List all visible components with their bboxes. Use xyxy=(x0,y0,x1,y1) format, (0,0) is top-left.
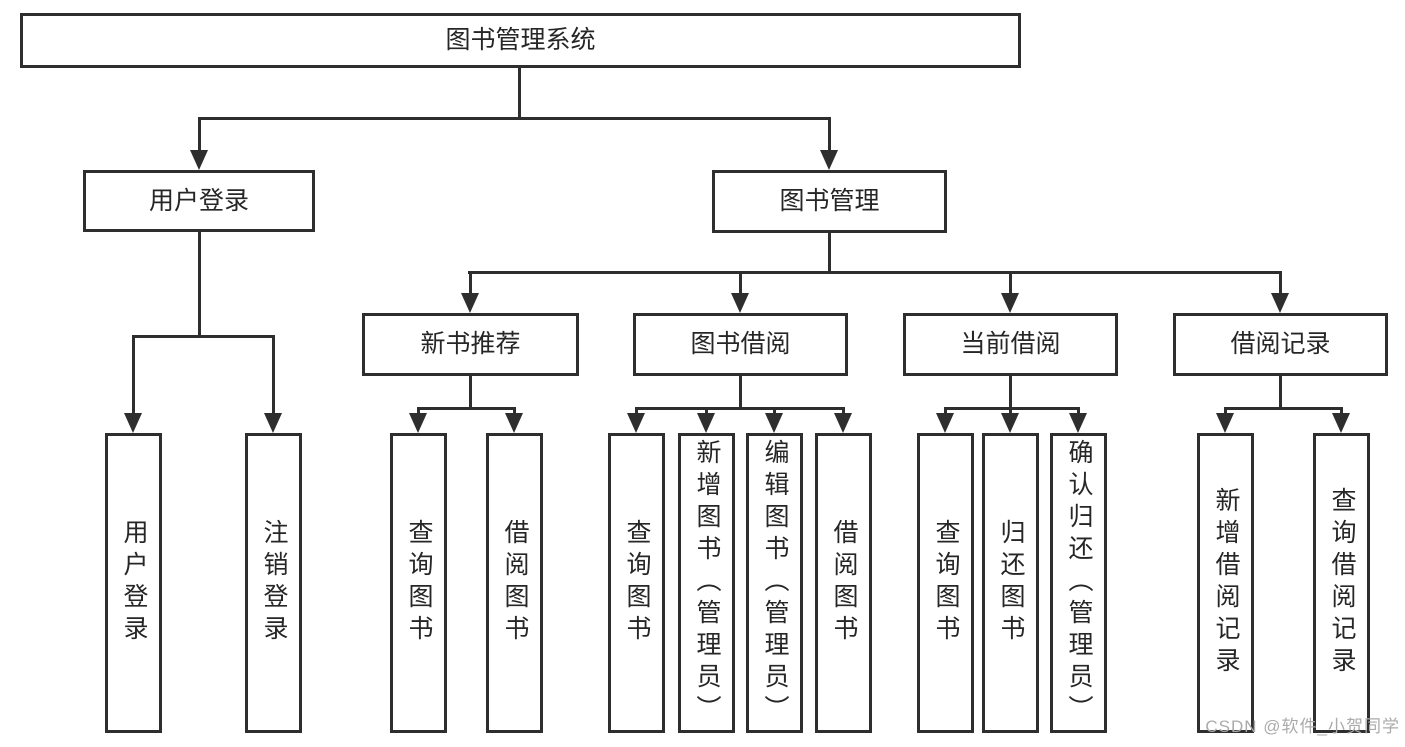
connector-line xyxy=(944,407,1080,410)
arrow-head-icon xyxy=(1069,413,1087,433)
connector-line xyxy=(1224,407,1343,410)
node-label: 图书管理系统 xyxy=(445,26,596,54)
leaf-query-books-borrow: 查询图书 xyxy=(608,433,665,733)
connector-line xyxy=(739,376,742,407)
leaf-query-books-current: 查询图书 xyxy=(917,433,974,733)
leaf-query-books-recommend: 查询图书 xyxy=(390,433,447,733)
connector-line xyxy=(705,407,708,413)
arrow-head-icon xyxy=(124,413,142,433)
connector-line xyxy=(1340,407,1343,413)
node-label: 查询借阅记录 xyxy=(1328,487,1356,679)
arrow-head-icon xyxy=(697,413,715,433)
connector-line xyxy=(468,271,1282,274)
leaf-add-borrow-record: 新增借阅记录 xyxy=(1197,433,1254,733)
connector-line xyxy=(513,407,516,413)
leaf-confirm-return-admin: 确认归还（管理员） xyxy=(1050,433,1107,733)
node-label: 图书借阅 xyxy=(690,330,791,358)
node-label: 查询图书 xyxy=(623,519,651,647)
connector-line xyxy=(1224,407,1227,413)
connector-line xyxy=(842,407,845,413)
connector-line xyxy=(469,271,472,293)
node-book-management: 图书管理 xyxy=(712,170,947,233)
connector-line xyxy=(198,232,201,335)
arrow-head-icon xyxy=(1271,293,1289,313)
node-library-system: 图书管理系统 xyxy=(20,13,1021,68)
node-borrow-records: 借阅记录 xyxy=(1173,313,1388,376)
connector-line xyxy=(132,335,275,338)
node-book-borrow: 图书借阅 xyxy=(633,313,848,376)
connector-line xyxy=(1009,271,1012,293)
leaf-edit-books-admin: 编辑图书（管理员） xyxy=(746,433,803,733)
node-label: 新增借阅记录 xyxy=(1212,487,1240,679)
leaf-borrow-books-recommend: 借阅图书 xyxy=(486,433,543,733)
connector-line xyxy=(739,271,742,293)
leaf-borrow-books: 借阅图书 xyxy=(815,433,872,733)
arrow-head-icon xyxy=(820,150,838,170)
arrow-head-icon xyxy=(731,293,749,313)
connector-line xyxy=(635,407,845,410)
arrow-head-icon xyxy=(627,413,645,433)
leaf-add-books-admin: 新增图书（管理员） xyxy=(678,433,735,733)
node-label: 确认归还（管理员） xyxy=(1065,439,1093,727)
connector-line xyxy=(132,335,135,413)
connector-line xyxy=(272,335,275,413)
connector-line xyxy=(1279,376,1282,407)
connector-line xyxy=(1279,271,1282,293)
arrow-head-icon xyxy=(1001,293,1019,313)
node-label: 借阅图书 xyxy=(830,519,858,647)
arrow-head-icon xyxy=(1216,413,1234,433)
node-label: 编辑图书（管理员） xyxy=(761,439,789,727)
node-label: 新增图书（管理员） xyxy=(693,439,721,727)
connector-line xyxy=(1009,376,1012,407)
arrow-head-icon xyxy=(834,413,852,433)
connector-line xyxy=(828,117,831,150)
node-label: 借阅图书 xyxy=(501,519,529,647)
arrow-head-icon xyxy=(936,413,954,433)
arrow-head-icon xyxy=(1001,413,1019,433)
leaf-logout: 注销登录 xyxy=(245,433,302,733)
connector-line xyxy=(828,233,831,271)
node-label: 查询图书 xyxy=(932,519,960,647)
node-label: 用户登录 xyxy=(148,186,249,215)
node-label: 借阅记录 xyxy=(1230,330,1331,358)
connector-line xyxy=(417,407,516,410)
connector-line xyxy=(417,407,420,413)
connector-line xyxy=(635,407,638,413)
connector-line xyxy=(773,407,776,413)
arrow-head-icon xyxy=(461,293,479,313)
leaf-return-books: 归还图书 xyxy=(982,433,1039,733)
node-user-login: 用户登录 xyxy=(83,170,315,232)
arrow-head-icon xyxy=(190,150,208,170)
connector-line xyxy=(469,376,472,407)
connector-line xyxy=(1009,407,1012,413)
node-label: 图书管理 xyxy=(779,187,880,215)
connector-line xyxy=(198,117,201,150)
node-label: 归还图书 xyxy=(997,519,1025,647)
arrow-head-icon xyxy=(505,413,523,433)
connector-line xyxy=(1077,407,1080,413)
node-label: 当前借阅 xyxy=(960,330,1061,358)
arrow-head-icon xyxy=(264,413,282,433)
arrow-head-icon xyxy=(409,413,427,433)
arrow-head-icon xyxy=(1332,413,1350,433)
csdn-watermark: CSDN @软件_小贺同学 xyxy=(1205,717,1400,736)
connector-line xyxy=(198,117,831,120)
connector-line xyxy=(944,407,947,413)
node-label: 新书推荐 xyxy=(420,330,521,358)
node-new-book-recommend: 新书推荐 xyxy=(362,313,579,376)
arrow-head-icon xyxy=(765,413,783,433)
node-label: 用户登录 xyxy=(120,519,148,647)
leaf-user-login: 用户登录 xyxy=(105,433,162,733)
node-current-borrow: 当前借阅 xyxy=(903,313,1118,376)
node-label: 查询图书 xyxy=(405,519,433,647)
leaf-query-borrow-record: 查询借阅记录 xyxy=(1313,433,1370,733)
node-label: 注销登录 xyxy=(260,519,288,647)
connector-line xyxy=(518,68,521,117)
